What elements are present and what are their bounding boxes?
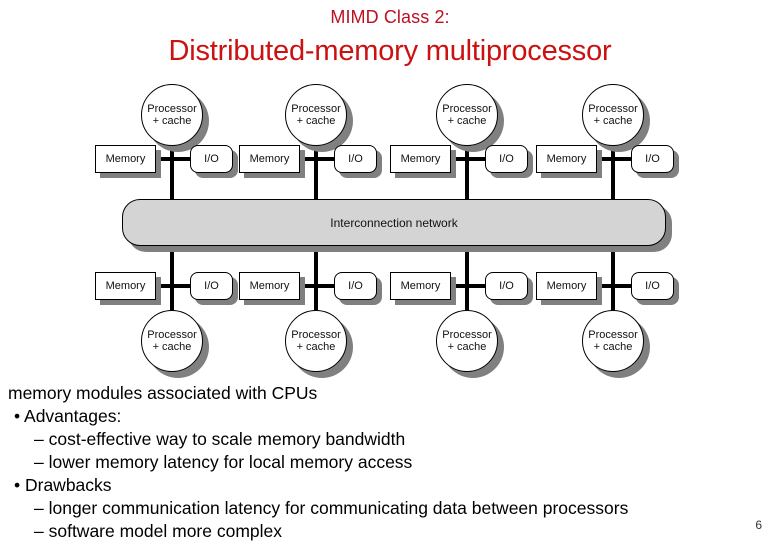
memory-node-bottom-3[interactable]: Memory [390, 272, 451, 300]
processor-label-line1: Processor [442, 103, 492, 115]
io-node-top-2[interactable]: I/O [334, 145, 377, 173]
processor-label-line2: + cache [593, 115, 633, 127]
bus-bottom-3 [443, 284, 503, 288]
memory-label: Memory [105, 280, 146, 292]
io-node-bottom-3[interactable]: I/O [485, 272, 528, 300]
io-node-top-3[interactable]: I/O [485, 145, 528, 173]
page-title: Distributed-memory multiprocessor [168, 35, 612, 67]
memory-node-top-1[interactable]: Memory [95, 145, 156, 173]
io-label: I/O [348, 153, 363, 165]
bus-top-2 [292, 157, 352, 161]
io-label: I/O [204, 280, 219, 292]
memory-label: Memory [105, 153, 146, 165]
processor-label-line2: + cache [296, 341, 336, 353]
memory-label: Memory [400, 153, 441, 165]
column-spine-6 [314, 244, 318, 312]
memory-node-bottom-1[interactable]: Memory [95, 272, 156, 300]
processor-node-top-2[interactable]: Processor + cache [285, 84, 347, 146]
page-number: 6 [755, 518, 762, 532]
column-spine-2 [314, 137, 318, 201]
processor-label-line1: Processor [147, 103, 197, 115]
bus-bottom-2 [292, 284, 352, 288]
io-label: I/O [348, 280, 363, 292]
processor-node-bottom-4[interactable]: Processor + cache [582, 310, 644, 372]
memory-node-top-2[interactable]: Memory [239, 145, 300, 173]
bus-bottom-4 [589, 284, 649, 288]
io-label: I/O [499, 280, 514, 292]
processor-label-line1: Processor [588, 103, 638, 115]
processor-label-line2: + cache [447, 115, 487, 127]
interconnection-network-label: Interconnection network [330, 215, 458, 230]
body-line: – lower memory latency for local memory … [34, 452, 413, 472]
processor-node-top-4[interactable]: Processor + cache [582, 84, 644, 146]
processor-label-line2: + cache [296, 115, 336, 127]
body-line: – longer communication latency for commu… [34, 498, 629, 518]
bus-top-4 [589, 157, 649, 161]
column-spine-3 [465, 137, 469, 201]
column-spine-5 [170, 244, 174, 312]
body-line: – cost-effective way to scale memory ban… [34, 429, 406, 449]
body-line: memory modules associated with CPUs [8, 383, 318, 403]
io-node-bottom-4[interactable]: I/O [631, 272, 674, 300]
interconnection-network[interactable]: Interconnection network [122, 199, 666, 246]
memory-label: Memory [249, 280, 290, 292]
bus-top-3 [443, 157, 503, 161]
processor-label-line2: + cache [152, 341, 192, 353]
title-block: MIMD Class 2: Distributed-memory multipr… [0, 0, 780, 69]
body-line: – software model more complex [34, 521, 283, 541]
io-label: I/O [645, 153, 660, 165]
body-text: memory modules associated with CPUs • Ad… [8, 382, 772, 543]
processor-label-line1: Processor [442, 329, 492, 341]
io-node-top-1[interactable]: I/O [190, 145, 233, 173]
io-node-bottom-1[interactable]: I/O [190, 272, 233, 300]
memory-label: Memory [249, 153, 290, 165]
processor-label-line1: Processor [291, 103, 341, 115]
column-spine-7 [465, 244, 469, 312]
column-spine-8 [611, 244, 615, 312]
bus-top-1 [148, 157, 208, 161]
column-spine-4 [611, 137, 615, 201]
processor-label-line2: + cache [447, 341, 487, 353]
memory-node-top-3[interactable]: Memory [390, 145, 451, 173]
memory-node-top-4[interactable]: Memory [536, 145, 597, 173]
io-label: I/O [645, 280, 660, 292]
processor-label-line1: Processor [291, 329, 341, 341]
processor-node-top-1[interactable]: Processor + cache [141, 84, 203, 146]
processor-node-bottom-1[interactable]: Processor + cache [141, 310, 203, 372]
body-line: • Drawbacks [14, 475, 112, 495]
memory-node-bottom-4[interactable]: Memory [536, 272, 597, 300]
io-node-top-4[interactable]: I/O [631, 145, 674, 173]
processor-label-line1: Processor [588, 329, 638, 341]
io-label: I/O [499, 153, 514, 165]
slide-kicker: MIMD Class 2: [330, 7, 450, 27]
column-spine-1 [170, 137, 174, 201]
memory-label: Memory [546, 280, 587, 292]
processor-node-bottom-3[interactable]: Processor + cache [436, 310, 498, 372]
io-label: I/O [204, 153, 219, 165]
processor-label-line1: Processor [147, 329, 197, 341]
memory-label: Memory [546, 153, 587, 165]
architecture-diagram: Processor + cache Processor + cache Proc… [0, 80, 780, 380]
memory-label: Memory [400, 280, 441, 292]
processor-label-line2: + cache [152, 115, 192, 127]
bus-bottom-1 [148, 284, 208, 288]
memory-node-bottom-2[interactable]: Memory [239, 272, 300, 300]
processor-node-top-3[interactable]: Processor + cache [436, 84, 498, 146]
body-line: • Advantages: [14, 406, 122, 426]
processor-node-bottom-2[interactable]: Processor + cache [285, 310, 347, 372]
io-node-bottom-2[interactable]: I/O [334, 272, 377, 300]
processor-label-line2: + cache [593, 341, 633, 353]
